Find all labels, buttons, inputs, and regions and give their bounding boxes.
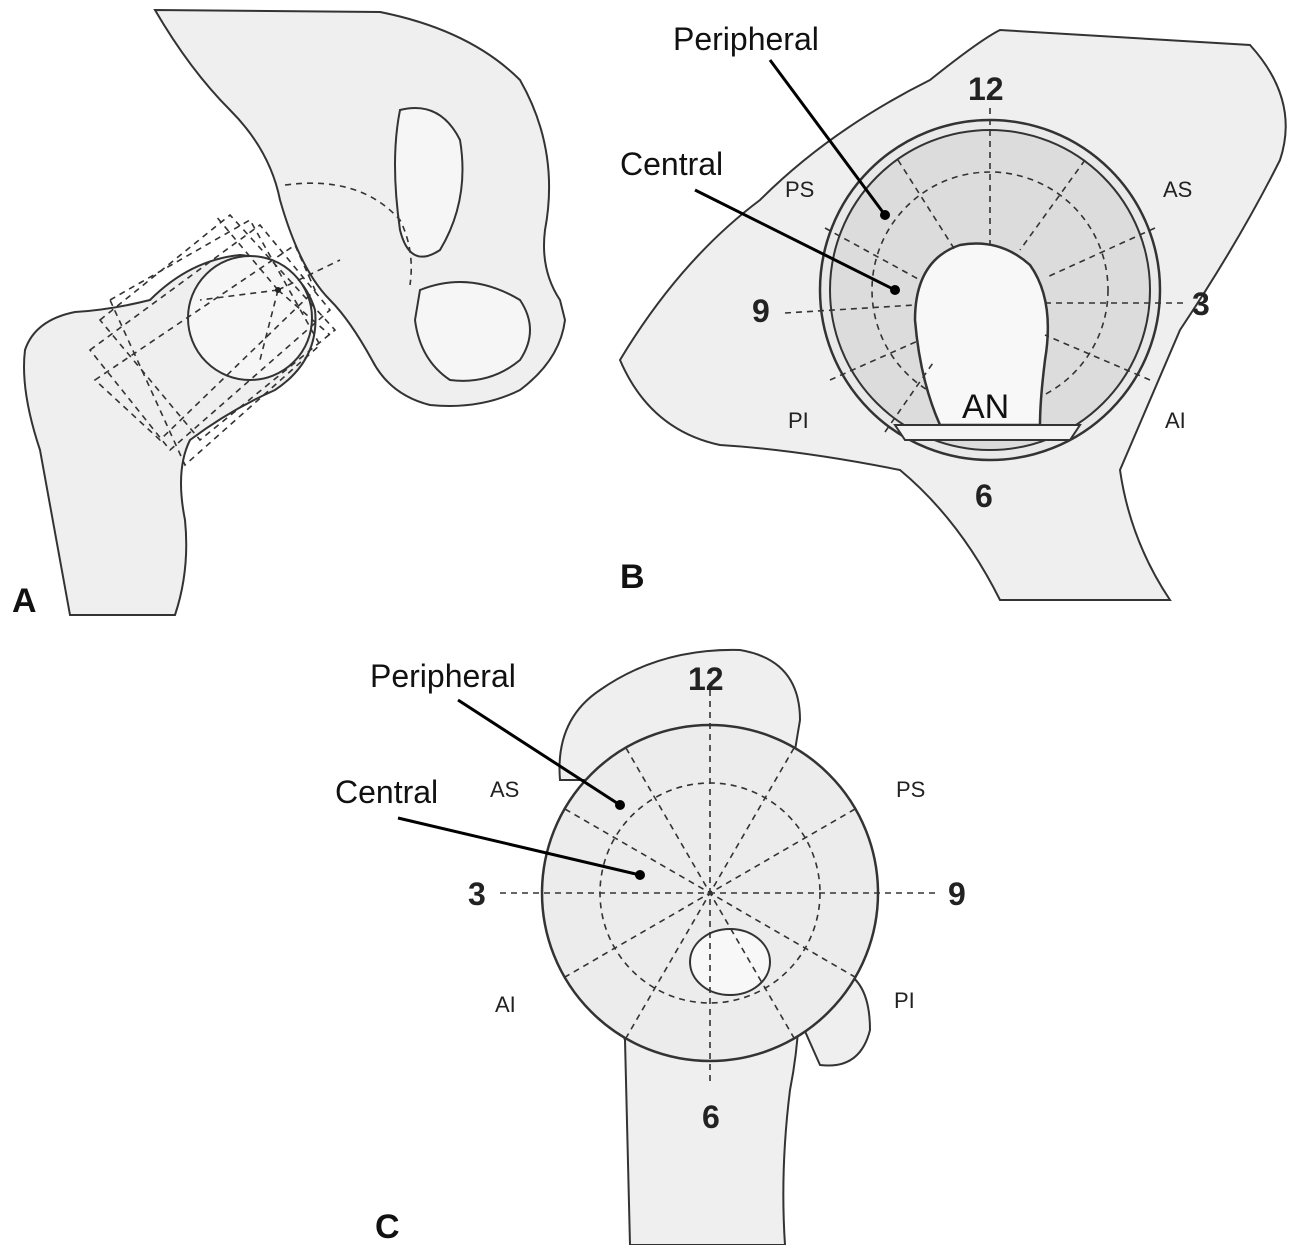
panel-b: Peripheral Central 12 3 6 9 PS AS PI AI … bbox=[620, 21, 1286, 600]
panel-a-label: A bbox=[12, 582, 37, 620]
central-point-c bbox=[635, 870, 645, 880]
clock-3-b: 3 bbox=[1192, 286, 1210, 322]
clock-6-c: 6 bbox=[702, 1099, 720, 1135]
peripheral-point-b bbox=[880, 210, 890, 220]
clock-12-b: 12 bbox=[968, 71, 1004, 107]
panel-c: Peripheral Central 12 3 6 9 AS PS AI PI … bbox=[335, 650, 966, 1245]
acetabular-notch bbox=[895, 425, 1080, 440]
acetabular-notch-label: AN bbox=[962, 388, 1009, 426]
clock-6-b: 6 bbox=[975, 478, 993, 514]
panel-b-label: B bbox=[620, 558, 645, 596]
clock-9-c: 9 bbox=[948, 876, 966, 912]
zone-ps-b: PS bbox=[785, 177, 814, 202]
zone-as-b: AS bbox=[1163, 177, 1192, 202]
zone-as-c: AS bbox=[490, 777, 519, 802]
peripheral-point-c bbox=[615, 800, 625, 810]
zone-ai-c: AI bbox=[495, 992, 516, 1017]
panel-a: A bbox=[12, 10, 565, 620]
zone-pi-c: PI bbox=[894, 988, 915, 1013]
peripheral-label-c: Peripheral bbox=[370, 658, 516, 694]
zone-ps-c: PS bbox=[896, 777, 925, 802]
clock-3-c: 3 bbox=[468, 876, 486, 912]
zone-ai-b: AI bbox=[1165, 408, 1186, 433]
rotation-center bbox=[275, 287, 281, 293]
clock-9-b: 9 bbox=[752, 293, 770, 329]
central-point-b bbox=[890, 285, 900, 295]
panel-c-label: C bbox=[375, 1208, 400, 1245]
clock-12-c: 12 bbox=[688, 661, 724, 697]
zone-pi-b: PI bbox=[788, 408, 809, 433]
central-label-b: Central bbox=[620, 146, 723, 182]
central-label-c: Central bbox=[335, 774, 438, 810]
fovea-capitis bbox=[690, 929, 770, 995]
peripheral-label-b: Peripheral bbox=[673, 21, 819, 57]
